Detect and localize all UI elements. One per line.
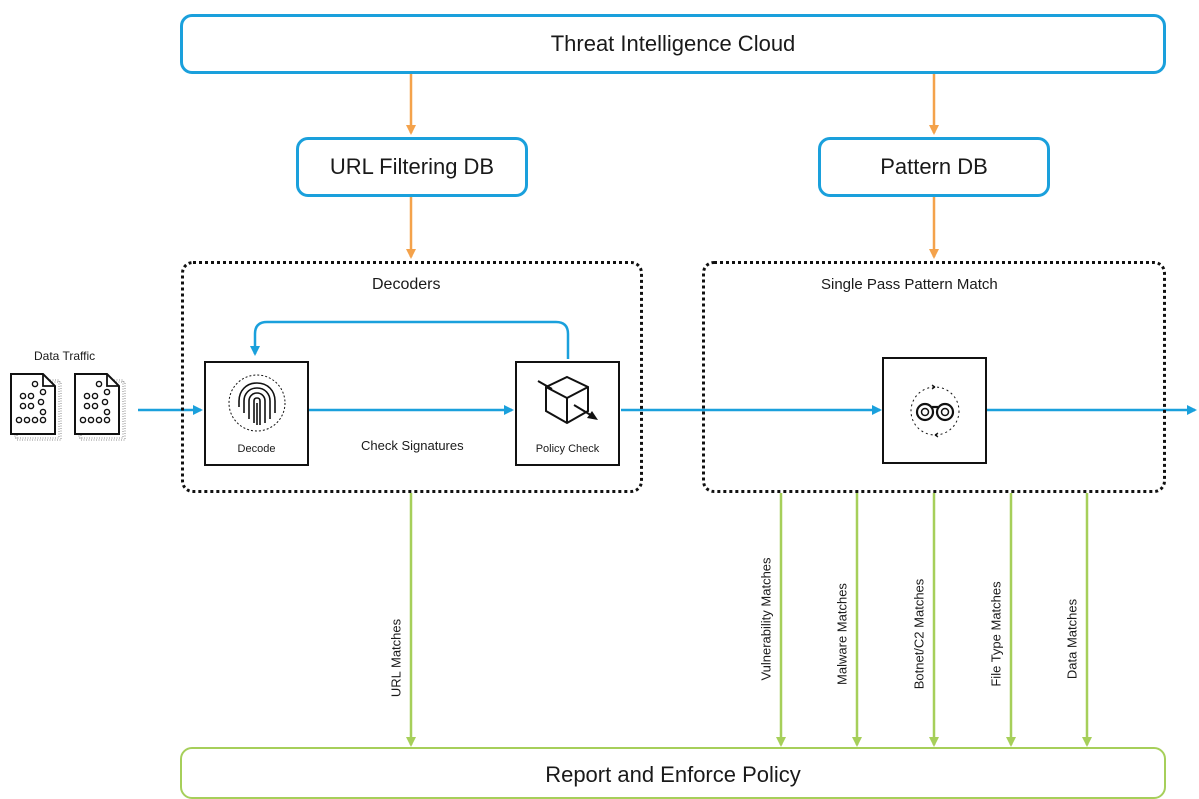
threat-intelligence-cloud-label: Threat Intelligence Cloud bbox=[550, 31, 796, 56]
botnet-matches-label: Botnet/C2 Matches bbox=[911, 578, 927, 690]
pattern-db-label: Pattern DB bbox=[880, 154, 988, 179]
policy-check-label: Policy Check bbox=[535, 443, 600, 455]
malware-matches-label: Malware Matches bbox=[834, 583, 850, 685]
pattern-match-node bbox=[882, 357, 987, 464]
report-enforce-policy-box: Report and Enforce Policy bbox=[180, 747, 1166, 799]
report-enforce-policy-label: Report and Enforce Policy bbox=[545, 762, 801, 787]
pattern-match-title: Single Pass Pattern Match bbox=[821, 276, 998, 293]
data-matches-label: Data Matches bbox=[1064, 598, 1080, 680]
decoders-group bbox=[181, 261, 643, 493]
threat-intelligence-cloud-box: Threat Intelligence Cloud bbox=[180, 14, 1166, 74]
url-filtering-db-box: URL Filtering DB bbox=[296, 137, 528, 197]
cube-icon bbox=[537, 375, 598, 425]
binoculars-icon bbox=[910, 384, 960, 438]
decoders-title: Decoders bbox=[372, 276, 441, 293]
decode-label: Decode bbox=[237, 443, 276, 455]
document-icon bbox=[10, 373, 62, 441]
document-icon bbox=[74, 373, 126, 441]
url-matches-label: URL Matches bbox=[388, 618, 404, 698]
pattern-db-box: Pattern DB bbox=[818, 137, 1050, 197]
fingerprint-icon bbox=[228, 374, 286, 432]
url-filtering-db-label: URL Filtering DB bbox=[329, 154, 495, 179]
decode-node: Decode bbox=[204, 361, 309, 466]
vulnerability-matches-label: Vulnerability Matches bbox=[758, 557, 774, 681]
pattern-match-group bbox=[702, 261, 1166, 493]
data-traffic-label: Data Traffic bbox=[34, 349, 96, 363]
check-signatures-label: Check Signatures bbox=[361, 438, 464, 453]
policy-check-node: Policy Check bbox=[515, 361, 620, 466]
arrow-policy-loop-back bbox=[250, 320, 570, 359]
file-type-matches-label: File Type Matches bbox=[988, 581, 1004, 687]
